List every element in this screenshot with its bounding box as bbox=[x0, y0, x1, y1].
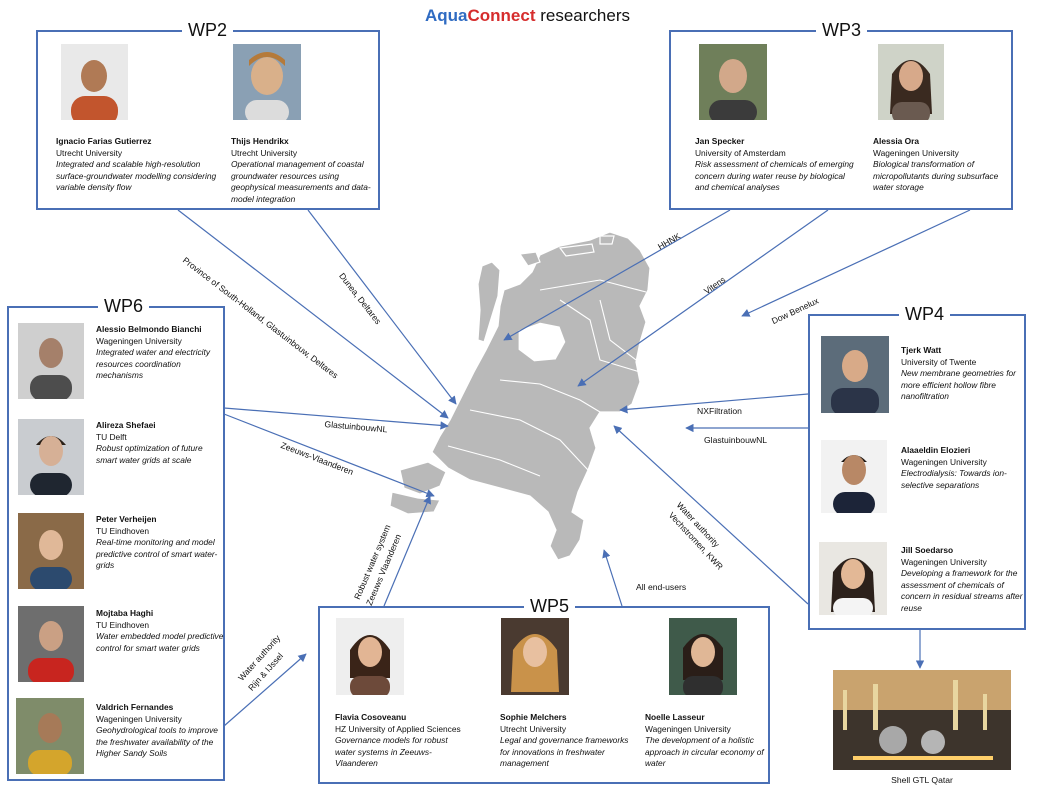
wp5-person-1: Flavia Cosoveanu HZ University of Applie… bbox=[335, 712, 461, 769]
wp2-photo-2 bbox=[233, 44, 301, 120]
wp3-photo-2 bbox=[878, 44, 944, 120]
person-avatar-icon bbox=[833, 455, 875, 513]
wp4-person-2: Alaaeldin Elozieri Wageningen University… bbox=[901, 445, 1007, 490]
arrow-glas-wp6 bbox=[223, 407, 449, 430]
wp2-person-2: Thijs Hendrikx Utrecht University Operat… bbox=[231, 136, 371, 204]
wp6-photo-3 bbox=[18, 513, 84, 589]
edge-label-glas-wp4: GlastuinbouwNL bbox=[704, 435, 768, 445]
wp5-label: WP5 bbox=[524, 596, 576, 616]
wp6-person-2: Alireza Shefaei TU Delft Robust optimiza… bbox=[96, 420, 203, 465]
person-avatar-icon bbox=[890, 60, 932, 120]
person-avatar-icon bbox=[30, 338, 72, 399]
wp2-label: WP2 bbox=[182, 20, 234, 40]
wp3-photo-1 bbox=[699, 44, 767, 120]
person-avatar-icon bbox=[709, 59, 757, 120]
person-avatar-icon bbox=[350, 635, 390, 695]
arrow-nxf bbox=[619, 393, 809, 414]
arrow-zeeuws bbox=[223, 413, 435, 498]
wp6-person-3: Peter Verheijen TU Eindhoven Real-time m… bbox=[96, 514, 218, 571]
person-avatar-icon bbox=[28, 621, 74, 682]
wp4-person-1: Tjerk Watt University of Twente New memb… bbox=[901, 345, 1016, 402]
arrow-vechstromen bbox=[613, 425, 809, 605]
wp2-person-1: Ignacio Farias Gutierrez Utrecht Univers… bbox=[56, 136, 217, 193]
edge-label-endusers: All end-users bbox=[636, 582, 687, 592]
shell-label: Shell GTL Qatar bbox=[891, 775, 953, 785]
arrow-dunea bbox=[307, 209, 457, 405]
arrow-robust bbox=[383, 495, 431, 607]
wp4-label: WP4 bbox=[899, 304, 951, 324]
wp5-person-2: Sophie Melchers Utrecht University Legal… bbox=[500, 712, 629, 769]
wp3-label: WP3 bbox=[816, 20, 868, 40]
wp5-photo-2 bbox=[501, 618, 569, 695]
wp4-photo-2 bbox=[821, 440, 887, 513]
wp6-person-4: Mojtaba Haghi TU Eindhoven Water embedde… bbox=[96, 608, 224, 653]
person-avatar-icon bbox=[831, 350, 879, 413]
wp6-photo-1 bbox=[18, 323, 84, 399]
arrow-vitens bbox=[577, 209, 829, 387]
refinery-icon bbox=[833, 670, 1011, 770]
wp6-person-1: Alessio Belmondo Bianchi Wageningen Univ… bbox=[96, 324, 211, 381]
connection-arrows bbox=[177, 209, 971, 727]
wp4-photo-1 bbox=[821, 336, 889, 413]
person-avatar-icon bbox=[831, 558, 875, 615]
wp3-person-1: Jan Specker University of Amsterdam Risk… bbox=[695, 136, 854, 193]
arrow-rijn bbox=[223, 653, 307, 727]
person-avatar-icon bbox=[71, 60, 118, 120]
person-avatar-icon bbox=[683, 634, 723, 695]
arrow-dow bbox=[741, 209, 971, 317]
wp5-photo-1 bbox=[336, 618, 404, 695]
person-avatar-icon bbox=[28, 713, 72, 774]
person-avatar-icon bbox=[30, 436, 72, 495]
wp4-photo-3 bbox=[819, 542, 887, 615]
wp3-person-2: Alessia Ora Wageningen University Biolog… bbox=[873, 136, 999, 193]
page-title: AquaConnect researchers bbox=[425, 6, 630, 25]
map-province-borders bbox=[447, 279, 647, 477]
person-avatar-icon bbox=[245, 52, 289, 120]
arrow-endusers bbox=[602, 549, 623, 607]
wp5-photo-3 bbox=[669, 618, 737, 695]
wp6-photo-5 bbox=[16, 698, 84, 774]
wp6-photo-4 bbox=[18, 606, 84, 682]
wp6-label: WP6 bbox=[98, 296, 150, 316]
arrow-province bbox=[177, 209, 449, 419]
netherlands-map bbox=[389, 231, 651, 561]
arrow-hhnk bbox=[503, 209, 731, 341]
wp4-person-3: Jill Soedarso Wageningen University Deve… bbox=[901, 545, 1023, 613]
wp2-photo-1 bbox=[61, 44, 128, 120]
edge-label-nxf: NXFiltration bbox=[697, 406, 742, 416]
wp6-person-5: Valdrich Fernandes Wageningen University… bbox=[96, 702, 218, 759]
refinery-photo bbox=[833, 670, 1011, 770]
person-avatar-icon bbox=[30, 530, 72, 589]
wp5-person-3: Noelle Lasseur Wageningen University The… bbox=[645, 712, 764, 769]
person-avatar-icon bbox=[511, 634, 559, 692]
wp6-photo-2 bbox=[18, 419, 84, 495]
